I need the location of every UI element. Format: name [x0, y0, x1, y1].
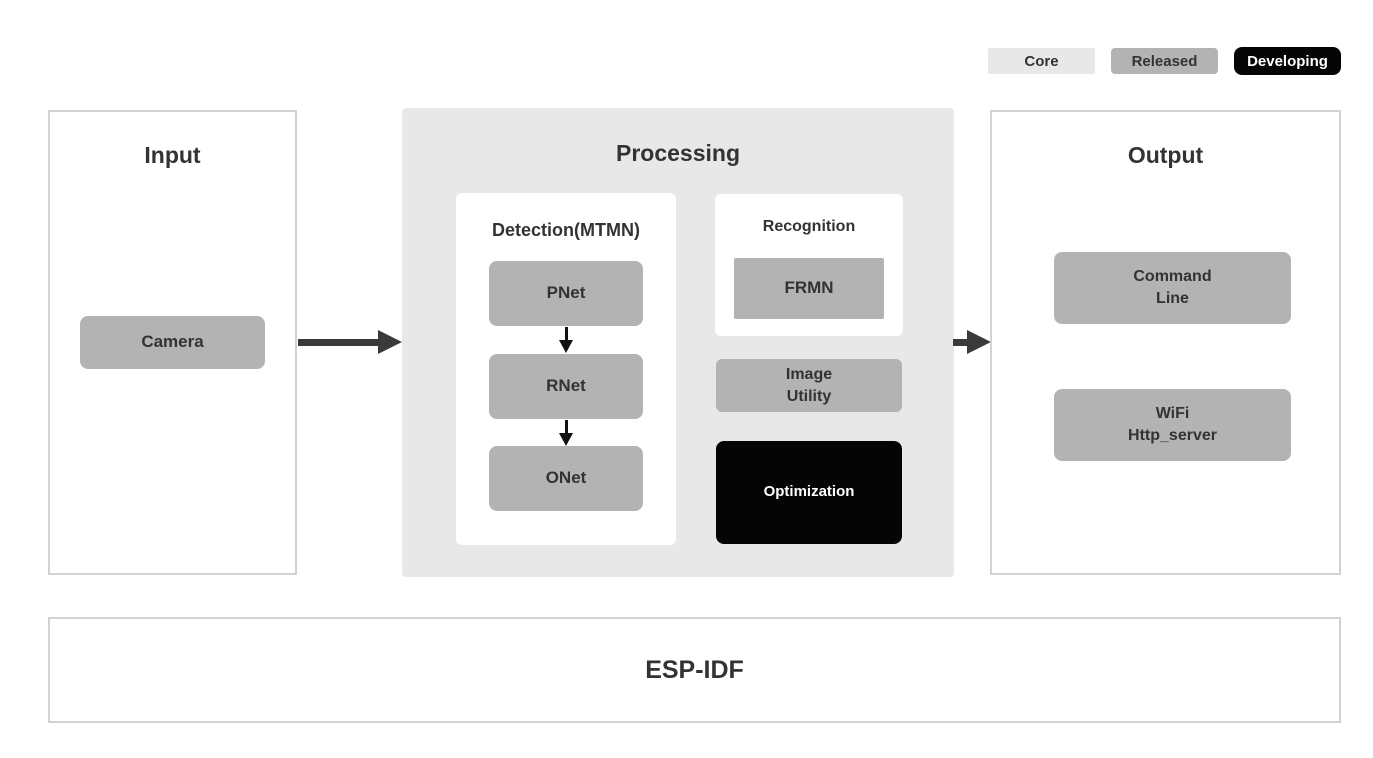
- arrow-shaft: [564, 420, 568, 434]
- image-utility-line2: Utility: [786, 387, 832, 405]
- optimization-node: Optimization: [716, 441, 902, 544]
- espidf-panel-title: ESP-IDF: [645, 655, 744, 684]
- arrow-head-icon: [967, 330, 991, 354]
- wifi-line2: Http_server: [1128, 427, 1217, 444]
- detection-box-title: Detection(MTMN): [492, 220, 640, 240]
- onet-node-label: ONet: [545, 468, 587, 488]
- espidf-panel: ESP-IDF: [48, 617, 1341, 723]
- image-utility-line1: Image: [785, 365, 833, 383]
- recognition-box-title: Recognition: [762, 218, 856, 235]
- wifi-http-server-node: WiFi Http_server: [1054, 389, 1291, 461]
- frmn-node: FRMN: [734, 258, 884, 319]
- legend-released-badge: Released: [1111, 48, 1218, 74]
- arrow-shaft: [953, 338, 969, 346]
- wifi-line1: WiFi: [1155, 405, 1190, 423]
- command-line-line1: Command: [1133, 268, 1212, 286]
- arrow-shaft: [298, 338, 380, 346]
- processing-panel-title: Processing: [616, 140, 740, 166]
- image-utility-node: Image Utility: [716, 359, 902, 412]
- camera-node-label: Camera: [141, 332, 204, 352]
- frmn-node-label: FRMN: [784, 278, 834, 298]
- legend: Core Released Developing: [988, 47, 1341, 75]
- command-line-node: Command Line: [1054, 252, 1291, 324]
- arrow-head-icon: [559, 340, 573, 353]
- legend-developing-badge: Developing: [1234, 47, 1341, 75]
- arrow-head-icon: [559, 433, 573, 446]
- output-panel: Output: [990, 110, 1341, 575]
- optimization-node-label: Optimization: [763, 483, 855, 501]
- rnet-node: RNet: [489, 354, 643, 419]
- pnet-node: PNet: [489, 261, 643, 326]
- camera-node: Camera: [80, 316, 265, 369]
- onet-node: ONet: [489, 446, 643, 511]
- input-panel-title: Input: [144, 142, 201, 168]
- rnet-node-label: RNet: [546, 376, 586, 396]
- legend-core-badge: Core: [988, 48, 1095, 74]
- arrow-head-icon: [378, 330, 402, 354]
- command-line-line2: Line: [1156, 290, 1189, 307]
- output-panel-title: Output: [1127, 142, 1204, 168]
- arrow-shaft: [564, 327, 568, 341]
- pnet-node-label: PNet: [546, 283, 586, 303]
